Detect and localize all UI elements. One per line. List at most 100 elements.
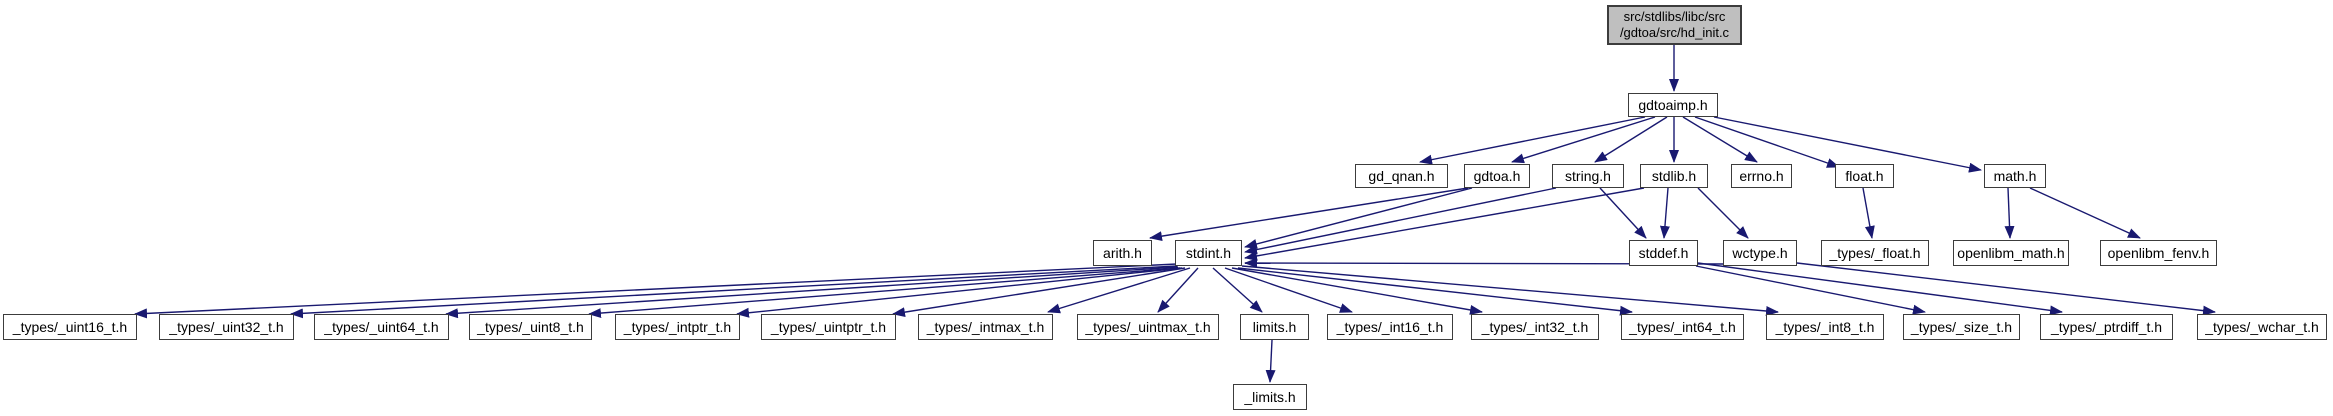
edge-gdtoaimp-h-to-gdtoa-h	[1511, 116, 1656, 164]
node-types-float-h[interactable]: _types/_float.h	[1821, 240, 1929, 266]
node-types-intptr-t-h[interactable]: _types/_intptr_t.h	[615, 314, 740, 340]
node-types-ptrdiff-t-h[interactable]: _types/_ptrdiff_t.h	[2040, 314, 2173, 340]
node-label: gdtoa.h	[1473, 167, 1521, 184]
edge-stdint-h-to-types-uintmax-t-h	[1157, 267, 1199, 313]
node-arith-h[interactable]: arith.h	[1093, 240, 1152, 266]
node-math-h[interactable]: math.h	[1984, 164, 2046, 188]
node-label: _types/_int64_t.h	[1629, 318, 1736, 335]
node-label: _types/_size_t.h	[1910, 318, 2013, 335]
node-label: _types/_uint64_t.h	[324, 318, 439, 335]
edge-stdlib-h-to-stddef-h	[1659, 187, 1670, 239]
edge-float-h-to-types-float-h	[1862, 187, 1875, 239]
edge-stdint-h-to-types-uint32-t-h	[290, 265, 1178, 319]
node-types-wchar-t-h[interactable]: _types/_wchar_t.h	[2197, 314, 2327, 340]
node-limits-h[interactable]: limits.h	[1240, 314, 1309, 340]
node-types-uintptr-t-h[interactable]: _types/_uintptr_t.h	[761, 314, 896, 340]
node-label: _types/_intptr_t.h	[623, 318, 732, 335]
node-types-uint8-t-h[interactable]: _types/_uint8_t.h	[469, 314, 592, 340]
node-gdtoa-h[interactable]: gdtoa.h	[1464, 164, 1530, 188]
edge-gdtoaimp-h-to-float-h	[1694, 116, 1840, 168]
node-limits-internal-h[interactable]: _limits.h	[1233, 384, 1307, 410]
node-stddef-h[interactable]: stddef.h	[1629, 240, 1698, 266]
node-label: wctype.h	[1732, 244, 1788, 261]
node-label: float.h	[1845, 167, 1884, 184]
edge-limits-h-to-limits-internal-h	[1265, 339, 1276, 383]
edge-stdint-h-to-types-uint64-t-h	[445, 266, 1179, 319]
node-label-line: src/stdlibs/libc/src	[1623, 9, 1726, 25]
node-types-uint64-t-h[interactable]: _types/_uint64_t.h	[314, 314, 449, 340]
node-label: errno.h	[1739, 167, 1784, 184]
edge-wctype-h-to-types-wchar-t-h	[1796, 262, 2216, 316]
node-openlibm-fenv-h[interactable]: openlibm_fenv.h	[2100, 240, 2217, 266]
node-label: _types/_intmax_t.h	[926, 318, 1045, 335]
edge-string-h-to-stdint-h	[1244, 187, 1557, 255]
edge-gdtoa-h-to-stdint-h	[1244, 187, 1473, 249]
node-label: openlibm_fenv.h	[2107, 244, 2210, 261]
edge-stdint-h-to-types-intmax-t-h	[1047, 267, 1191, 314]
node-label: arith.h	[1103, 244, 1142, 261]
node-label: _types/_float.h	[1829, 244, 1921, 261]
node-label: stdlib.h	[1651, 167, 1697, 184]
edge-gdtoaimp-h-to-errno-h	[1682, 116, 1758, 163]
node-wctype-h[interactable]: wctype.h	[1723, 240, 1797, 266]
edge-string-h-to-stddef-h	[1599, 187, 1647, 239]
node-label: gdtoaimp.h	[1638, 96, 1708, 113]
node-types-int64-t-h[interactable]: _types/_int64_t.h	[1621, 314, 1744, 340]
node-types-int16-t-h[interactable]: _types/_int16_t.h	[1327, 314, 1453, 340]
node-label: _types/_uint32_t.h	[169, 318, 284, 335]
node-types-int8-t-h[interactable]: _types/_int8_t.h	[1766, 314, 1884, 340]
node-label: stdint.h	[1185, 244, 1232, 261]
edge-math-h-to-openlibm-fenv-h	[2029, 187, 2141, 239]
node-label: _types/_int16_t.h	[1336, 318, 1444, 335]
node-label: limits.h	[1252, 318, 1297, 335]
node-stdint-h[interactable]: stdint.h	[1175, 240, 1242, 266]
edge-gdtoa-h-to-arith-h	[1149, 187, 1469, 242]
node-label: _types/_uint16_t.h	[12, 318, 128, 335]
node-label: openlibm_math.h	[1957, 244, 2065, 261]
node-label: string.h	[1565, 167, 1611, 184]
node-stdlib-h[interactable]: stdlib.h	[1640, 164, 1708, 188]
edge-stddef-h-to-types-ptrdiff-t-h	[1697, 262, 2063, 316]
node-label: _types/_ptrdiff_t.h	[2050, 318, 2163, 335]
node-float-h[interactable]: float.h	[1835, 164, 1894, 188]
node-label-line: /gdtoa/src/hd_init.c	[1619, 25, 1730, 40]
node-types-size-t-h[interactable]: _types/_size_t.h	[1903, 314, 2020, 340]
node-label: _types/_uintptr_t.h	[770, 318, 887, 335]
edge-stdlib-h-to-wctype-h	[1697, 187, 1749, 239]
node-types-uint16-t-h[interactable]: _types/_uint16_t.h	[3, 314, 137, 340]
edge-stdint-h-to-types-int8-t-h	[1241, 265, 1779, 316]
node-types-uintmax-t-h[interactable]: _types/_uintmax_t.h	[1077, 314, 1219, 340]
node-openlibm-math-h[interactable]: openlibm_math.h	[1953, 240, 2069, 266]
edge-stdint-h-to-types-uintptr-t-h	[892, 267, 1186, 318]
edge-stdint-h-to-types-int64-t-h	[1237, 267, 1633, 316]
node-label: _types/_wchar_t.h	[2205, 318, 2319, 335]
node-label: _types/_uintmax_t.h	[1085, 318, 1211, 335]
edge-stdint-h-to-types-intptr-t-h	[736, 267, 1183, 318]
edge-stdint-h-to-limits-h	[1212, 267, 1263, 313]
node-types-uint32-t-h[interactable]: _types/_uint32_t.h	[159, 314, 294, 340]
edge-stdint-h-to-types-uint8-t-h	[588, 267, 1181, 319]
edge-stddef-h-to-types-size-t-h	[1695, 265, 1926, 315]
edge-math-h-to-openlibm-math-h	[2004, 187, 2015, 239]
node-types-int32-t-h[interactable]: _types/_int32_t.h	[1471, 314, 1599, 340]
node-types-intmax-t-h[interactable]: _types/_intmax_t.h	[918, 314, 1053, 340]
node-label: _types/_int8_t.h	[1775, 318, 1875, 335]
node-label: gd_qnan.h	[1368, 167, 1435, 184]
node-label: _types/_uint8_t.h	[477, 318, 584, 335]
node-label: _types/_int32_t.h	[1481, 318, 1589, 335]
node-gdtoaimp-h[interactable]: gdtoaimp.h	[1628, 93, 1718, 117]
node-errno-h[interactable]: errno.h	[1731, 164, 1792, 188]
node-label: math.h	[1993, 167, 2037, 184]
edge-stdint-h-to-types-int32-t-h	[1231, 267, 1483, 315]
edge-group	[134, 45, 2216, 383]
node-string-h[interactable]: string.h	[1552, 164, 1624, 188]
node-label: stddef.h	[1638, 244, 1689, 261]
edge-gdtoaimp-h-to-gd-qnan-h	[1419, 116, 1646, 165]
node-label: _limits.h	[1244, 388, 1296, 405]
edge-stdlib-h-to-stdint-h	[1244, 187, 1645, 261]
node-gd-qnan-h[interactable]: gd_qnan.h	[1355, 164, 1448, 188]
edge-gdtoaimp-h-to-string-h	[1594, 116, 1668, 163]
edge-gdtoaimp-h-to-math-h	[1713, 116, 1982, 173]
